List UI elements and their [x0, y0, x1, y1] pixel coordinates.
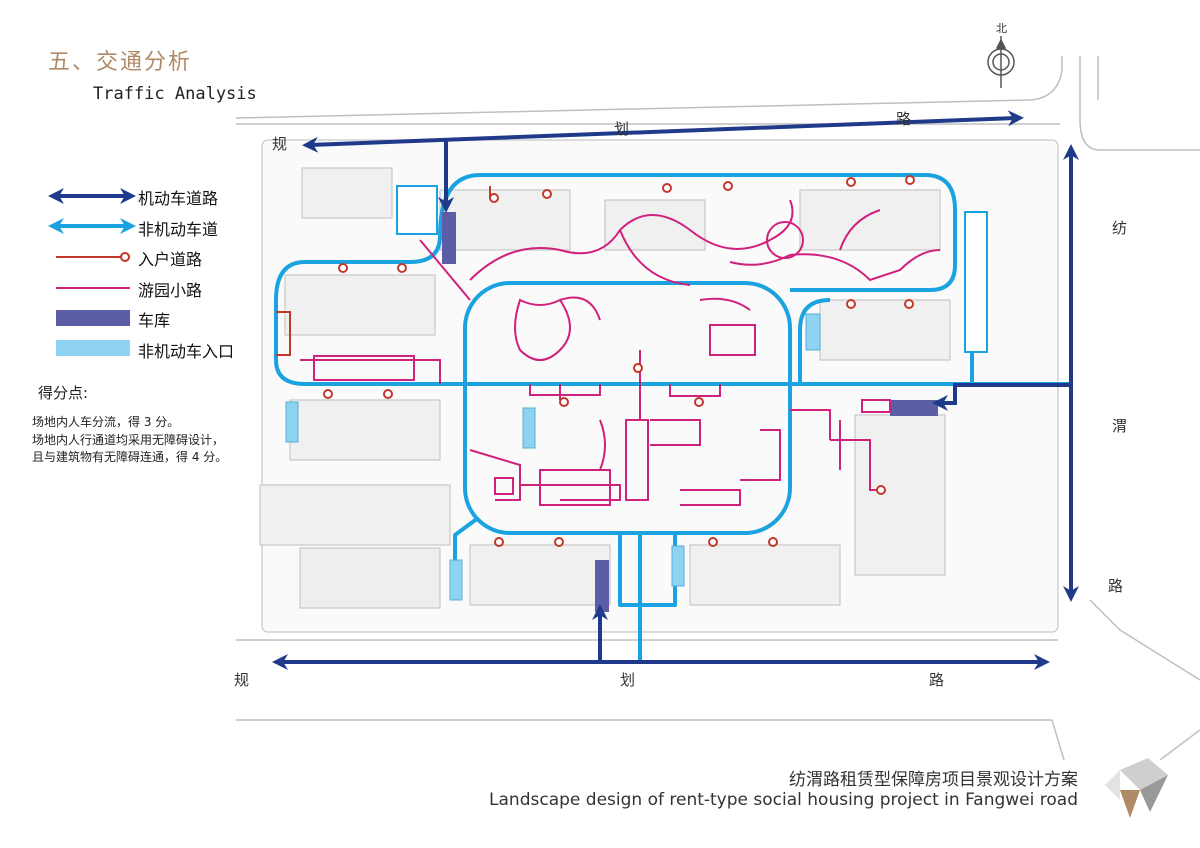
road-name-top: 规 [272, 135, 288, 153]
stairs [396, 185, 988, 353]
page-subtitle: Traffic Analysis [93, 84, 257, 104]
score-line: 场地内人车分流，得 3 分。 [32, 415, 180, 429]
score-title: 得分点: [38, 384, 89, 402]
page-title: 五、交通分析 [48, 50, 193, 75]
north-arrow-icon [987, 36, 1015, 88]
road-name-bottom: 路 [929, 671, 945, 689]
bike-entries [285, 313, 821, 601]
legend-symbols [48, 188, 136, 356]
motor-roads [272, 110, 1079, 670]
road-name-bottom: 规 [234, 671, 250, 689]
garden-paths [300, 199, 941, 506]
road-name-top: 路 [896, 110, 912, 128]
legend-label: 非机动车入口 [138, 341, 235, 361]
legend-label: 游园小路 [138, 280, 203, 300]
road-name-top: 划 [614, 120, 630, 138]
legend-label: 机动车道路 [138, 189, 219, 208]
footer-title-cn: 纺渭路租赁型保障房项目景观设计方案 [789, 770, 1078, 790]
footer-title-en: Landscape design of rent-type social hou… [489, 790, 1078, 810]
score-line: 场地内人行通道均采用无障碍设计， [32, 433, 225, 447]
road-name-right: 渭 [1112, 417, 1128, 435]
road-name-bottom: 划 [620, 671, 636, 689]
legend-label: 入户道路 [138, 250, 203, 269]
road-name-right: 路 [1108, 577, 1124, 595]
logo-icon [1105, 758, 1168, 818]
north-label: 北 [996, 22, 1007, 35]
legend-label: 车库 [138, 311, 171, 330]
entry-roads [276, 175, 915, 547]
road-name-right: 纺 [1112, 219, 1128, 237]
garages [442, 212, 938, 612]
score-line: 且与建筑物有无障碍连通，得 4 分。 [32, 450, 228, 464]
legend-label: 非机动车道 [138, 219, 219, 239]
